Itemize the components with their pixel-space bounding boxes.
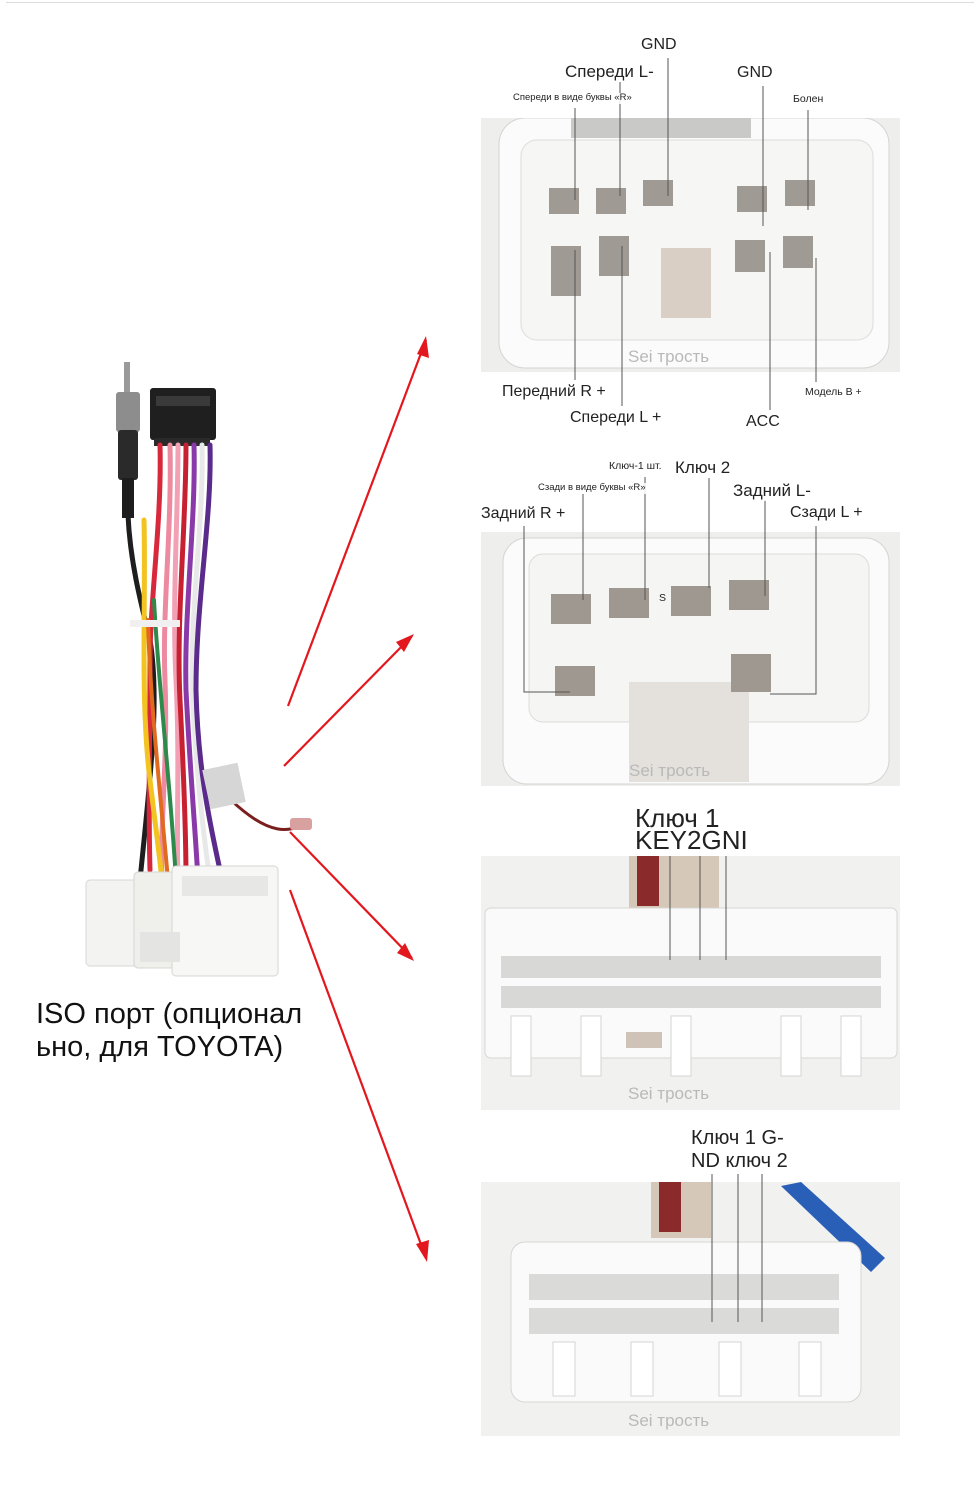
p1-gnd-top: GND <box>638 36 680 55</box>
white-connectors <box>85 865 279 977</box>
wire-bundle <box>125 442 302 883</box>
connector-photo-1 <box>481 118 900 372</box>
antenna-plug <box>116 362 140 518</box>
iso-caption-line1: ISO порт (опционал <box>36 998 303 1030</box>
p2-key2: Ключ 2 <box>672 458 734 478</box>
fuse-label <box>202 762 246 810</box>
p1-front-r-plus: Передний R + <box>499 383 609 402</box>
p1-bolen: Болен <box>790 93 827 106</box>
iso-black-block <box>150 388 216 446</box>
wire-tip <box>290 818 312 830</box>
p4-watermark: Sei трость <box>628 1411 710 1430</box>
p1-front-r-letter: Спереди в виде буквы «R» <box>510 92 635 104</box>
p1-gnd-right: GND <box>734 64 776 83</box>
iso-port-caption: ISO порт (опционал ьно, для TOYOTA) <box>36 998 314 1065</box>
p2-rear-r-plus: Задний R + <box>478 505 569 524</box>
p1-front-l-plus: Спереди L + <box>567 409 665 428</box>
arrowheads <box>396 336 429 1262</box>
connector-photo-4 <box>481 1182 900 1436</box>
p1-front-l-minus: Спереди L- <box>562 62 657 82</box>
iso-caption-line2: ьно, для TOYOTA) <box>36 1031 284 1064</box>
arrow-2 <box>283 635 413 767</box>
p1-acc: ACC <box>743 413 783 432</box>
p2-rear-l-minus: Задний L- <box>730 481 814 501</box>
p2-s-mark: S <box>659 592 667 604</box>
arrows <box>283 339 428 1259</box>
p2-watermark: Sei трость <box>629 761 711 780</box>
connector-photo-3 <box>481 856 900 1110</box>
p1-model-b-plus: Модель В + <box>802 386 865 399</box>
p1-watermark: Sei трость <box>628 347 710 366</box>
cable-tie <box>130 620 180 627</box>
connector-photo-2 <box>481 532 900 786</box>
p4-line1: Ключ 1 G- <box>688 1127 787 1150</box>
p4-line2-clip: ND ключ 2 <box>688 1150 801 1173</box>
top-divider <box>6 2 974 3</box>
p2-rear-l-plus: Сзади L + <box>787 504 866 523</box>
p2-rear-r-letter: Сзади в виде буквы «R» <box>535 482 649 494</box>
p2-key1-pcs: Ключ-1 шт. <box>606 460 665 473</box>
p3-line1: Ключ 1 <box>635 803 720 833</box>
p4-line2: ND ключ 2 <box>691 1150 788 1172</box>
arrow-1 <box>286 339 428 707</box>
p3-line2: KEY2GNI <box>635 825 748 855</box>
arrow-4 <box>288 889 428 1259</box>
arrow-3 <box>289 831 413 959</box>
p3-watermark: Sei трость <box>628 1084 710 1103</box>
